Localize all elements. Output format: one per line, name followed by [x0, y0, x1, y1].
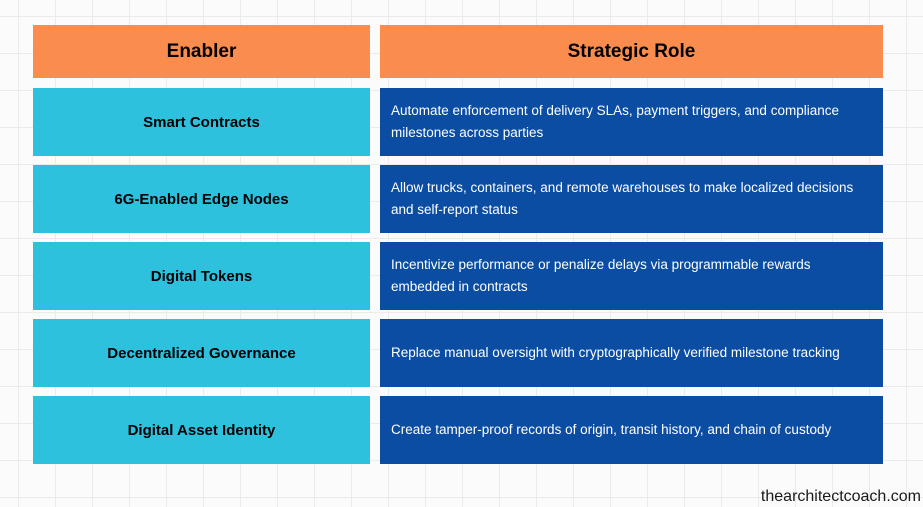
- table-row: Smart Contracts Automate enforcement of …: [33, 88, 883, 156]
- role-cell: Automate enforcement of delivery SLAs, p…: [380, 88, 883, 156]
- role-cell: Replace manual oversight with cryptograp…: [380, 319, 883, 387]
- table-row: 6G-Enabled Edge Nodes Allow trucks, cont…: [33, 165, 883, 233]
- header-strategic-role: Strategic Role: [380, 25, 883, 78]
- watermark: thearchitectcoach.com: [760, 488, 921, 505]
- role-text: Allow trucks, containers, and remote war…: [391, 180, 854, 217]
- enabler-label: Decentralized Governance: [107, 344, 296, 362]
- header-enabler: Enabler: [33, 25, 370, 78]
- role-text: Automate enforcement of delivery SLAs, p…: [391, 103, 839, 140]
- enabler-cell: Decentralized Governance: [33, 319, 370, 387]
- enabler-label: Digital Asset Identity: [127, 421, 276, 439]
- role-text: Incentivize performance or penalize dela…: [391, 257, 811, 294]
- table-row: Digital Tokens Incentivize performance o…: [33, 242, 883, 310]
- role-cell: Allow trucks, containers, and remote war…: [380, 165, 883, 233]
- header-enabler-label: Enabler: [166, 40, 237, 62]
- header-strategic-role-label: Strategic Role: [567, 40, 696, 62]
- role-cell: Create tamper-proof records of origin, t…: [380, 396, 883, 464]
- enabler-cell: Smart Contracts: [33, 88, 370, 156]
- table-row: Digital Asset Identity Create tamper-pro…: [33, 396, 883, 464]
- enabler-label: 6G-Enabled Edge Nodes: [114, 190, 289, 208]
- enabler-cell: Digital Tokens: [33, 242, 370, 310]
- enabler-cell: Digital Asset Identity: [33, 396, 370, 464]
- enabler-label: Digital Tokens: [150, 267, 253, 285]
- role-cell: Incentivize performance or penalize dela…: [380, 242, 883, 310]
- enabler-strategic-role-table: Enabler Strategic Role Smart Contracts A…: [33, 25, 883, 473]
- enabler-label: Smart Contracts: [143, 113, 260, 131]
- header-row: Enabler Strategic Role: [33, 25, 883, 78]
- role-text: Create tamper-proof records of origin, t…: [391, 422, 832, 437]
- role-text: Replace manual oversight with cryptograp…: [391, 345, 840, 360]
- enabler-cell: 6G-Enabled Edge Nodes: [33, 165, 370, 233]
- table-row: Decentralized Governance Replace manual …: [33, 319, 883, 387]
